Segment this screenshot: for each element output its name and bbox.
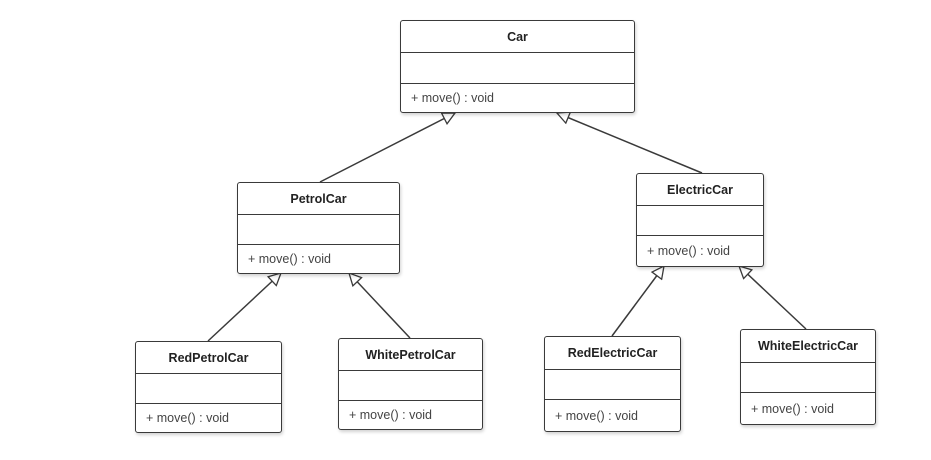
class-name: RedElectricCar (545, 337, 680, 370)
class-whiteelectriccar[interactable]: WhiteElectricCar + move() : void (740, 329, 876, 425)
class-car[interactable]: Car + move() : void (400, 20, 635, 113)
generalization-whiteelectriccar-to-electriccar (739, 266, 807, 330)
attributes-compartment (741, 363, 875, 393)
class-redelectriccar[interactable]: RedElectricCar + move() : void (544, 336, 681, 432)
class-name: ElectricCar (637, 174, 763, 206)
class-redpetrolcar[interactable]: RedPetrolCar + move() : void (135, 341, 282, 433)
generalization-electriccar-to-car (557, 113, 703, 174)
class-petrolcar[interactable]: PetrolCar + move() : void (237, 182, 400, 274)
attributes-compartment (401, 53, 634, 84)
generalization-redpetrolcar-to-petrolcar (207, 273, 281, 342)
operation-move: + move() : void (555, 408, 639, 423)
attributes-compartment (136, 374, 281, 404)
operation-move: + move() : void (349, 408, 433, 422)
class-name: WhitePetrolCar (339, 339, 482, 371)
class-whitepetrolcar[interactable]: WhitePetrolCar + move() : void (338, 338, 483, 430)
class-name: PetrolCar (238, 183, 399, 215)
class-name: WhiteElectricCar (741, 330, 875, 363)
attributes-compartment (238, 215, 399, 245)
operation-move: + move() : void (248, 252, 332, 266)
generalization-petrolcar-to-car (319, 112, 455, 183)
generalization-redelectriccar-to-electriccar (611, 266, 664, 337)
operation-move: + move() : void (751, 401, 835, 416)
attributes-compartment (545, 370, 680, 400)
attributes-compartment (637, 206, 763, 236)
operation-move: + move() : void (146, 411, 230, 425)
class-electriccar[interactable]: ElectricCar + move() : void (636, 173, 764, 267)
operation-move: + move() : void (411, 91, 495, 105)
class-name: Car (401, 21, 634, 53)
class-name: RedPetrolCar (136, 342, 281, 374)
operation-move: + move() : void (647, 244, 731, 258)
attributes-compartment (339, 371, 482, 401)
generalization-whitepetrolcar-to-petrolcar (349, 273, 411, 339)
